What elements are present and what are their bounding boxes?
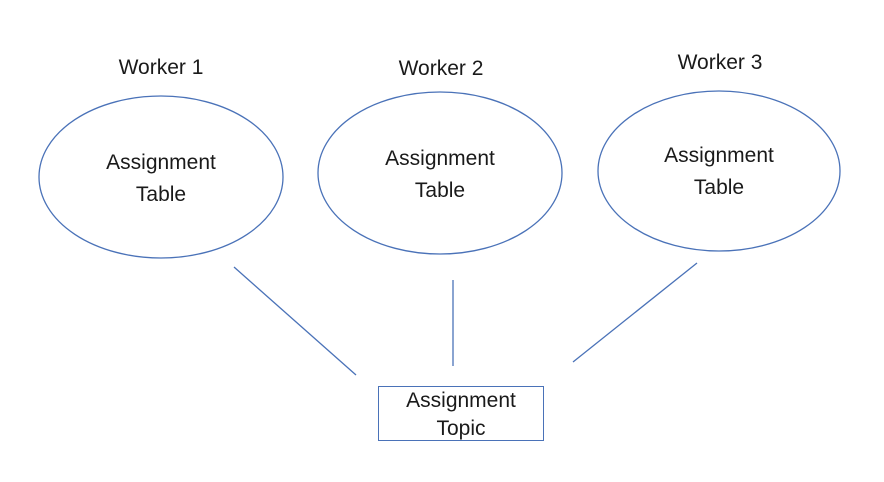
connector-worker-1 — [233, 266, 357, 376]
connector-worker-3 — [572, 262, 698, 363]
assignment-topic-box — [378, 386, 544, 441]
worker-3-node-line2: Table — [693, 176, 745, 199]
worker-3-node-text: Assignment Table — [629, 140, 809, 204]
worker-3-label: Worker 3 — [677, 51, 763, 74]
worker-2-ellipse — [317, 91, 563, 255]
worker-2-node-text: Assignment Table — [350, 143, 530, 207]
worker-3-ellipse — [597, 90, 841, 252]
worker-2-node-line1: Assignment — [385, 147, 495, 170]
assignment-topic-line2: Topic — [436, 417, 486, 440]
worker-1-node-line2: Table — [135, 183, 187, 206]
worker-2-node-line2: Table — [414, 179, 466, 202]
assignment-topic-line1: Assignment — [406, 389, 516, 412]
worker-1-ellipse — [38, 95, 284, 259]
worker-1-label: Worker 1 — [118, 56, 204, 79]
worker-2-label: Worker 2 — [398, 57, 484, 80]
worker-1-node-line1: Assignment — [106, 151, 216, 174]
assignment-topic-text: Assignment Topic — [378, 387, 544, 443]
worker-1-node-text: Assignment Table — [71, 147, 251, 211]
worker-3-node-line1: Assignment — [664, 144, 774, 167]
